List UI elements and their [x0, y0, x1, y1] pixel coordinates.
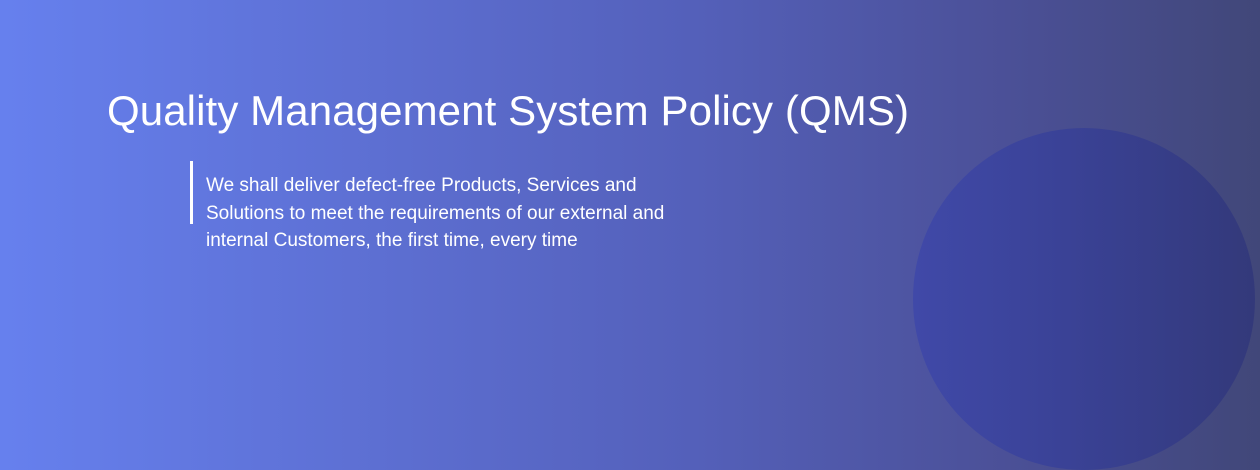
page-title: Quality Management System Policy (QMS) — [107, 87, 910, 134]
quote-bar — [190, 161, 193, 224]
decorative-circle — [913, 128, 1255, 470]
policy-statement: We shall deliver defect-free Products, S… — [206, 175, 665, 251]
